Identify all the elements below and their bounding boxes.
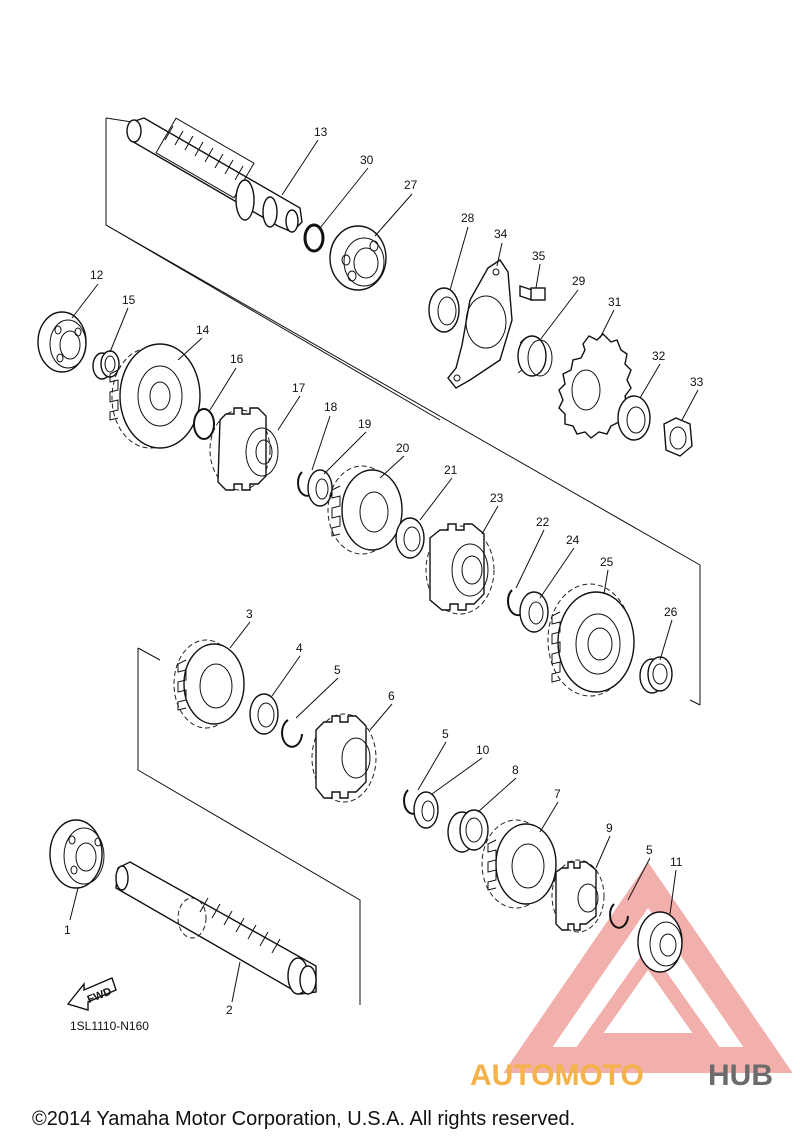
bushing-15 xyxy=(92,350,120,380)
bearing-11 xyxy=(637,911,683,973)
watermark-text-automoto: AUTOMOTO xyxy=(470,1059,644,1092)
callout-33: 33 xyxy=(690,375,704,389)
callout-19: 19 xyxy=(358,417,372,431)
callout-3: 3 xyxy=(246,607,253,621)
gear-25 xyxy=(547,583,635,697)
callout-32: 32 xyxy=(652,349,666,363)
washer-24 xyxy=(519,591,549,633)
gear-6 xyxy=(311,713,377,803)
bolt-35 xyxy=(519,285,546,301)
callout-12: 12 xyxy=(90,268,104,282)
callout-22: 22 xyxy=(536,515,550,529)
washer-4 xyxy=(249,693,279,735)
gear-3 xyxy=(173,639,245,729)
callout-23: 23 xyxy=(490,491,504,505)
gear-9 xyxy=(551,859,605,933)
callout-4: 4 xyxy=(296,641,303,655)
gear-14 xyxy=(109,343,201,449)
o-ring-30 xyxy=(303,223,325,253)
callout-18: 18 xyxy=(324,400,338,414)
watermark-inner-triangle xyxy=(576,945,720,1047)
washer-10 xyxy=(413,791,439,829)
watermark-text-hub: HUB xyxy=(708,1059,773,1092)
upper-bracket-lines xyxy=(105,117,701,706)
callout-5-a: 5 xyxy=(334,663,341,677)
watermark-logo xyxy=(503,862,793,1073)
bushing-26 xyxy=(639,656,673,694)
drive-axle-2 xyxy=(115,861,317,995)
callout-31: 31 xyxy=(608,295,622,309)
oil-seal-28 xyxy=(428,287,460,333)
callout-numbers: 13 30 27 28 34 35 29 31 32 33 12 15 14 1… xyxy=(64,125,704,1017)
bearing-12 xyxy=(37,311,87,373)
leader-lines xyxy=(69,139,699,1003)
callout-20: 20 xyxy=(396,441,410,455)
bushing-8 xyxy=(447,809,489,853)
collar-29 xyxy=(517,335,553,377)
drawing-code: 1SL1110-N160 xyxy=(70,1019,149,1033)
callout-34: 34 xyxy=(494,227,508,241)
callout-27: 27 xyxy=(404,178,418,192)
callout-21: 21 xyxy=(444,463,458,477)
gear-7 xyxy=(481,819,557,909)
lock-washer-32 xyxy=(617,395,651,441)
callout-16: 16 xyxy=(230,352,244,366)
callout-2: 2 xyxy=(226,1003,233,1017)
upper-assembly xyxy=(37,117,701,706)
fwd-arrow-icon: FWD xyxy=(66,977,117,1011)
callout-13: 13 xyxy=(314,125,328,139)
callout-8: 8 xyxy=(512,763,519,777)
copyright-notice: ©2014 Yamaha Motor Corporation, U.S.A. A… xyxy=(32,1108,575,1130)
retainer-plate-34 xyxy=(447,259,513,389)
watermark-triangle xyxy=(503,862,793,1073)
callout-9: 9 xyxy=(606,821,613,835)
callout-11: 11 xyxy=(670,855,683,869)
circlip-5-a xyxy=(281,719,303,748)
circlip-5-c xyxy=(609,903,629,929)
washer-19 xyxy=(307,469,333,507)
callout-17: 17 xyxy=(292,381,306,395)
bearing-27 xyxy=(329,225,387,291)
callout-15: 15 xyxy=(122,293,136,307)
gear-20 xyxy=(327,465,403,555)
watermark-text: AUTOMOTO HUB xyxy=(470,1059,773,1092)
washer-21 xyxy=(395,517,425,559)
gear-23 xyxy=(425,523,495,615)
callout-10: 10 xyxy=(476,743,490,757)
callout-5-b: 5 xyxy=(442,727,449,741)
callout-29: 29 xyxy=(572,274,586,288)
nut-33 xyxy=(663,417,693,457)
callout-25: 25 xyxy=(600,555,614,569)
callout-1: 1 xyxy=(64,923,71,937)
gear-17 xyxy=(209,407,279,491)
main-axle-13 xyxy=(126,117,303,233)
callout-26: 26 xyxy=(664,605,678,619)
drive-sprocket-31 xyxy=(558,333,632,439)
callout-6: 6 xyxy=(388,689,395,703)
callout-14: 14 xyxy=(196,323,210,337)
lower-assembly xyxy=(49,639,683,1005)
callout-28: 28 xyxy=(461,211,475,225)
callout-24: 24 xyxy=(566,533,580,547)
bearing-1 xyxy=(49,819,105,889)
lower-bracket-lines xyxy=(137,647,361,1005)
callout-7: 7 xyxy=(554,787,561,801)
callout-5-c: 5 xyxy=(646,843,653,857)
upper-dashed-guide xyxy=(105,224,441,421)
washer-16 xyxy=(193,408,215,440)
callout-35: 35 xyxy=(532,249,546,263)
callout-30: 30 xyxy=(360,153,374,167)
